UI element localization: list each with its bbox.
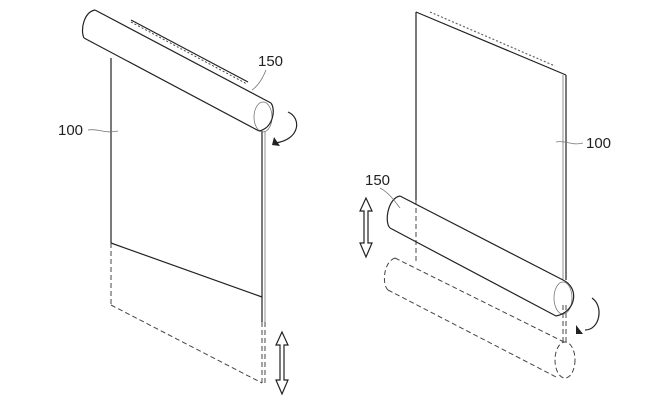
left-display-leader bbox=[87, 129, 119, 133]
left-rotation-arrow-icon bbox=[272, 111, 298, 146]
right-figure: 100 150 bbox=[359, 11, 611, 379]
right-rotation-arrow-icon bbox=[576, 297, 600, 334]
left-figure: 100 150 bbox=[58, 9, 298, 396]
right-roller-label: 150 bbox=[365, 172, 390, 189]
right-roller-leader bbox=[379, 187, 401, 209]
left-display-label: 100 bbox=[58, 122, 83, 139]
left-vertical-double-arrow-icon bbox=[275, 330, 289, 396]
left-roller-leader bbox=[251, 69, 267, 91]
left-roller-label: 150 bbox=[258, 53, 283, 70]
left-display-sheet bbox=[110, 58, 266, 384]
right-roller bbox=[386, 195, 575, 317]
right-display-sheet bbox=[415, 11, 567, 345]
right-vertical-double-arrow-icon bbox=[359, 196, 373, 259]
left-roller bbox=[81, 9, 274, 133]
right-display-leader bbox=[555, 141, 584, 145]
right-display-label: 100 bbox=[586, 135, 611, 152]
right-roller-lowered-position bbox=[383, 257, 576, 379]
